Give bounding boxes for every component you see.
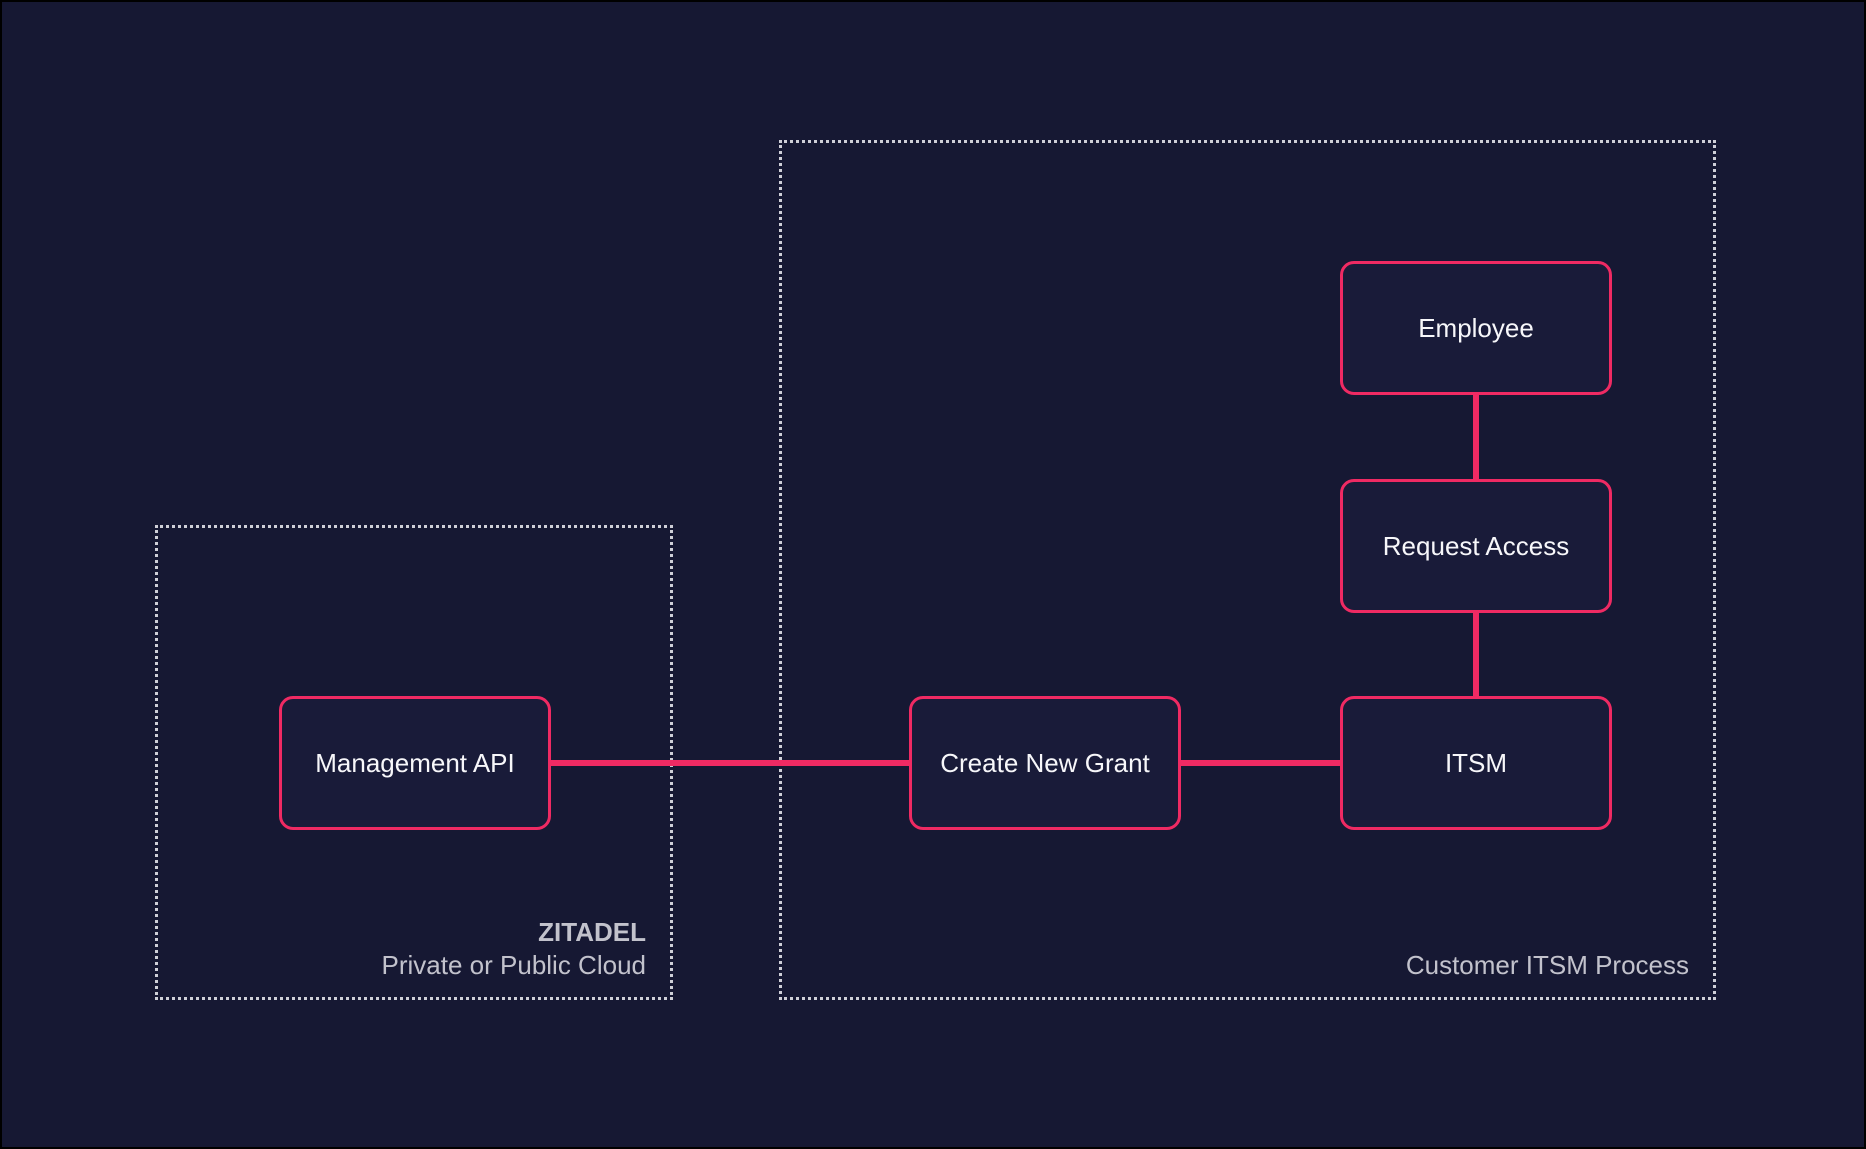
zitadel-container-subtitle: Private or Public Cloud <box>381 949 646 980</box>
node-request-access: Request Access <box>1340 479 1612 613</box>
node-create-new-grant-label: Create New Grant <box>940 747 1150 778</box>
edge-create-new-grant-to-itsm <box>1181 760 1340 766</box>
edge-management-api-to-create-new-grant <box>551 760 909 766</box>
node-management-api-label: Management API <box>315 747 515 778</box>
node-employee-label: Employee <box>1418 312 1534 343</box>
node-management-api: Management API <box>279 696 551 830</box>
zitadel-container-title: ZITADEL <box>538 917 646 947</box>
node-employee: Employee <box>1340 261 1612 395</box>
zitadel-container-label: ZITADEL Private or Public Cloud <box>382 916 646 981</box>
edge-employee-to-request-access <box>1473 395 1479 479</box>
edge-request-access-to-itsm <box>1473 613 1479 696</box>
customer-itsm-container-title: Customer ITSM Process <box>1405 949 1689 980</box>
node-request-access-label: Request Access <box>1382 530 1570 561</box>
customer-itsm-container-label: Customer ITSM Process <box>1406 949 1689 982</box>
node-create-new-grant: Create New Grant <box>909 696 1181 830</box>
node-itsm-label: ITSM <box>1444 747 1508 778</box>
customer-itsm-container: Customer ITSM Process <box>779 140 1716 1000</box>
node-itsm: ITSM <box>1340 696 1612 830</box>
